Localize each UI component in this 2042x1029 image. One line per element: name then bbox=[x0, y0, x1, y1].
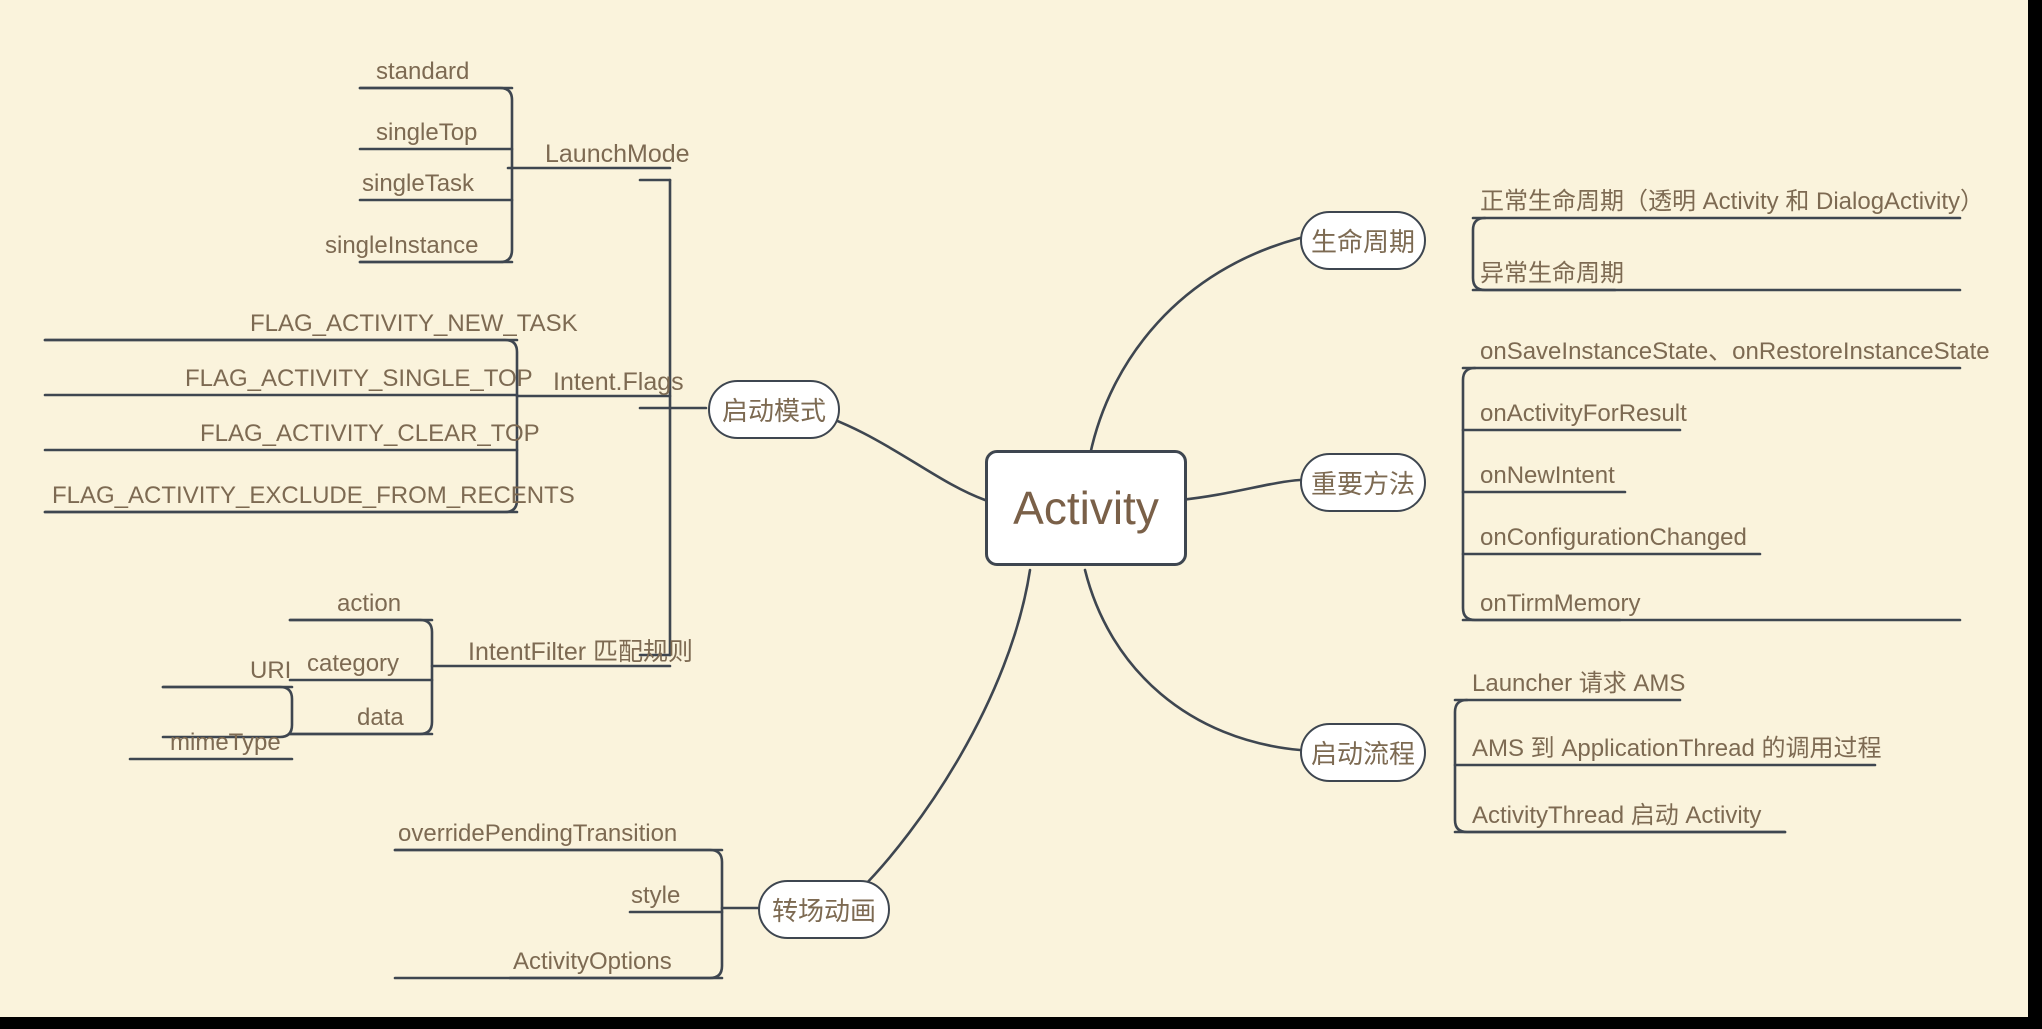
bracket-methods bbox=[1461, 366, 1962, 622]
branch-node-launch-mode[interactable]: 启动模式 bbox=[708, 380, 840, 439]
branch-node-important-methods-label: 重要方法 bbox=[1310, 469, 1415, 499]
edge-root-startflow bbox=[1083, 568, 1302, 752]
branch-node-important-methods[interactable]: 重要方法 bbox=[1300, 453, 1426, 512]
bracket-lifecycle bbox=[1471, 216, 1962, 292]
bracket-intentfilter bbox=[288, 618, 434, 736]
root-node[interactable]: Activity bbox=[985, 450, 1187, 566]
branch-node-transition-label: 转场动画 bbox=[771, 896, 876, 926]
bracket-mimetype bbox=[130, 737, 262, 759]
frame-right-bar bbox=[2028, 0, 2042, 1029]
branch-node-lifecycle-label: 生命周期 bbox=[1310, 227, 1415, 257]
branch-node-lifecycle[interactable]: 生命周期 bbox=[1300, 211, 1426, 270]
branch-node-launch-mode-label: 启动模式 bbox=[721, 396, 826, 426]
branch-node-start-flow-label: 启动流程 bbox=[1310, 739, 1415, 769]
bracket-intentflags bbox=[43, 338, 519, 514]
bracket-transition bbox=[393, 848, 724, 980]
bracket-data-sub bbox=[161, 685, 294, 739]
edge-root-methods bbox=[1178, 478, 1302, 502]
frame-bottom-bar bbox=[0, 1017, 2042, 1029]
branch-node-transition[interactable]: 转场动画 bbox=[758, 880, 890, 939]
branch-node-start-flow[interactable]: 启动流程 bbox=[1300, 723, 1426, 782]
edge-root-transition bbox=[858, 568, 1032, 892]
edge-root-lifecycle bbox=[1088, 236, 1302, 457]
root-node-label: Activity bbox=[1013, 482, 1159, 534]
bracket-launchmode bbox=[358, 86, 514, 264]
